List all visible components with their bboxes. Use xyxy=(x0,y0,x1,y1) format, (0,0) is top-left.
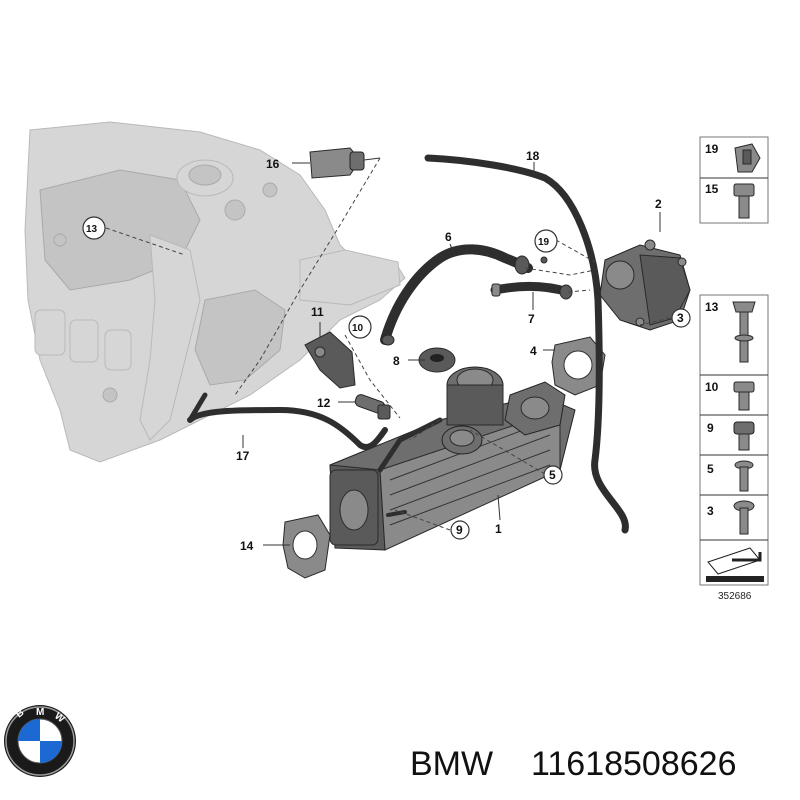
hw-19-label: 19 xyxy=(705,142,719,156)
callout-18: 18 xyxy=(526,149,540,163)
part-number: 11618508626 xyxy=(531,745,736,783)
callout-10: 10 xyxy=(352,323,364,334)
callouts: 1 2 3 4 5 6 7 8 9 10 11 12 13 14 16 17 1… xyxy=(82,149,691,553)
bolt-15-icon xyxy=(733,183,755,219)
callout-3: 3 xyxy=(677,311,684,325)
engine-intake-manifold-ghost xyxy=(24,121,406,463)
gasket-4 xyxy=(551,336,606,396)
callout-14: 14 xyxy=(240,539,254,553)
clip-19-icon xyxy=(734,143,761,173)
bolt-10-icon xyxy=(733,381,755,411)
hose-17 xyxy=(187,392,388,451)
hose-7 xyxy=(490,281,573,300)
callout-2: 2 xyxy=(655,197,662,211)
screw-5-icon xyxy=(734,460,754,492)
screw-3-icon xyxy=(733,500,755,535)
egr-cooler xyxy=(329,366,576,551)
callout-16: 16 xyxy=(266,157,280,171)
callout-5: 5 xyxy=(549,468,556,482)
hose-18 xyxy=(424,154,629,534)
brand-name: BMW xyxy=(410,745,493,783)
hw-9-label: 9 xyxy=(707,421,714,435)
callout-19: 19 xyxy=(538,237,550,248)
callout-13: 13 xyxy=(86,224,98,235)
hardware-panel-top: 19 15 xyxy=(699,136,769,224)
callout-11: 11 xyxy=(311,305,324,319)
hw-5-label: 5 xyxy=(707,462,714,476)
diagram-reference-number: 352686 xyxy=(718,591,752,602)
hw-15-label: 15 xyxy=(705,182,719,196)
hardware-panel-bottom: 13 10 9 5 3 xyxy=(699,294,769,586)
hw-3-label: 3 xyxy=(707,504,714,518)
callout-1: 1 xyxy=(495,522,502,536)
bmw-logo: B M W xyxy=(4,705,76,777)
clamp-19-on-hose xyxy=(540,256,548,264)
leader-lines xyxy=(105,157,671,546)
gasket-14 xyxy=(282,514,331,579)
callout-17: 17 xyxy=(236,449,250,463)
hose-6 xyxy=(380,244,533,346)
egr-valve-actuator xyxy=(599,239,691,331)
svg-text:M: M xyxy=(36,707,44,718)
callout-4: 4 xyxy=(530,344,537,358)
view-direction-arrow-icon xyxy=(706,547,764,582)
callout-9: 9 xyxy=(456,523,463,537)
pressure-sensor-16 xyxy=(309,147,381,179)
temp-sensor-12 xyxy=(354,394,391,420)
hw-13-label: 13 xyxy=(705,300,719,314)
callout-7: 7 xyxy=(528,312,535,326)
stud-bolt-13-icon xyxy=(732,301,756,363)
bracket-11 xyxy=(304,331,356,389)
callout-8: 8 xyxy=(393,354,400,368)
bolt-9-icon xyxy=(733,421,755,451)
callout-6: 6 xyxy=(445,230,452,244)
hw-10-label: 10 xyxy=(705,380,719,394)
callout-12: 12 xyxy=(317,396,331,410)
